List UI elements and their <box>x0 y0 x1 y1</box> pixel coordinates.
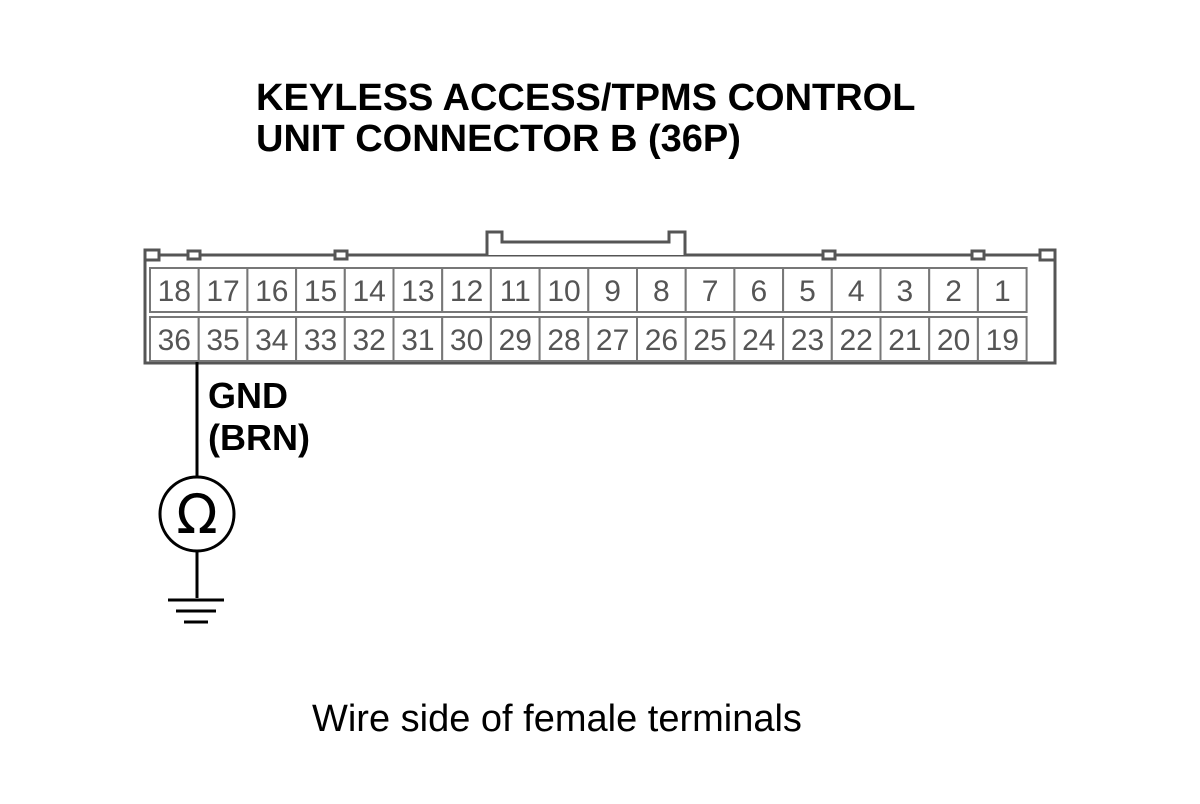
terminal-number: 28 <box>547 324 580 357</box>
terminal-number: 6 <box>750 275 767 308</box>
terminal-cell <box>392 267 444 313</box>
terminal-number: 34 <box>255 324 288 357</box>
terminal-cell <box>587 267 638 313</box>
terminal-number: 7 <box>702 275 719 308</box>
terminal-number: 2 <box>945 275 962 308</box>
terminal-number: 19 <box>986 324 1019 357</box>
wire-color-label: (BRN) <box>208 417 310 458</box>
terminal-number: 11 <box>500 275 531 308</box>
terminal-number: 10 <box>547 275 580 308</box>
terminal-number: 27 <box>596 324 629 357</box>
terminal-cell <box>733 267 785 313</box>
terminal-number: 35 <box>206 324 239 357</box>
terminal-number: 5 <box>799 275 816 308</box>
terminal-number: 8 <box>653 275 670 308</box>
terminal-cell <box>879 267 931 313</box>
terminal-cell <box>149 267 200 313</box>
terminal-number: 30 <box>450 324 483 357</box>
ohm-symbol: Ω <box>176 483 217 546</box>
terminal-cell <box>928 316 979 362</box>
terminal-cell <box>976 316 1028 362</box>
terminal-number: 3 <box>897 275 914 308</box>
terminal-cell <box>246 267 298 313</box>
terminal-cell <box>782 316 833 362</box>
terminal-number: 33 <box>304 324 337 357</box>
terminal-cell <box>489 267 541 313</box>
terminal-number: 21 <box>888 324 921 357</box>
terminal-cell <box>684 267 736 313</box>
terminal-cell <box>782 267 833 313</box>
terminal-cell <box>733 316 785 362</box>
terminal-cell <box>636 316 687 362</box>
diagram-caption: Wire side of female terminals <box>312 698 802 740</box>
terminal-cell <box>149 316 200 362</box>
terminal-cell <box>587 316 638 362</box>
terminal-cell <box>489 316 541 362</box>
diagram-title-line-2: UNIT CONNECTOR B (36P) <box>256 118 741 160</box>
terminal-number: 36 <box>158 324 191 357</box>
signal-label: GND <box>208 375 288 416</box>
diagram-title-line-1: KEYLESS ACCESS/TPMS CONTROL <box>256 77 915 119</box>
terminal-number: 1 <box>994 275 1011 308</box>
terminal-cell <box>441 316 492 362</box>
terminal-cell <box>830 267 882 313</box>
terminal-cell <box>928 267 979 313</box>
terminal-number: 26 <box>645 324 678 357</box>
terminal-number: 15 <box>304 275 337 308</box>
terminal-number: 13 <box>401 275 434 308</box>
terminal-number: 9 <box>604 275 621 308</box>
terminal-cell <box>684 316 736 362</box>
terminal-cell <box>538 267 590 313</box>
terminal-number: 31 <box>401 324 434 357</box>
terminal-number: 12 <box>450 275 483 308</box>
terminal-cell <box>343 316 395 362</box>
connector-bottom-row: 36 35 34 33 32 31 30 29 28 27 26 25 24 23 22 21 20 19 <box>149 316 1028 362</box>
terminal-number: 14 <box>353 275 386 308</box>
terminal-number: 4 <box>848 275 865 308</box>
terminal-number: 23 <box>791 324 824 357</box>
ohmmeter-icon: Ω <box>158 475 236 553</box>
terminal-number: 18 <box>158 275 191 308</box>
terminal-number: 29 <box>499 324 532 357</box>
terminal-cell <box>976 267 1028 313</box>
terminal-number: 32 <box>353 324 386 357</box>
terminal-number: 25 <box>693 324 726 357</box>
terminal-number: 22 <box>840 324 873 357</box>
terminal-cell <box>197 267 249 313</box>
ground-icon <box>168 598 224 624</box>
terminal-cell <box>295 267 346 313</box>
terminal-number: 16 <box>255 275 288 308</box>
terminal-cell <box>879 316 931 362</box>
terminal-number: 20 <box>937 324 970 357</box>
terminal-number: 17 <box>206 275 239 308</box>
terminal-number: 24 <box>742 324 775 357</box>
